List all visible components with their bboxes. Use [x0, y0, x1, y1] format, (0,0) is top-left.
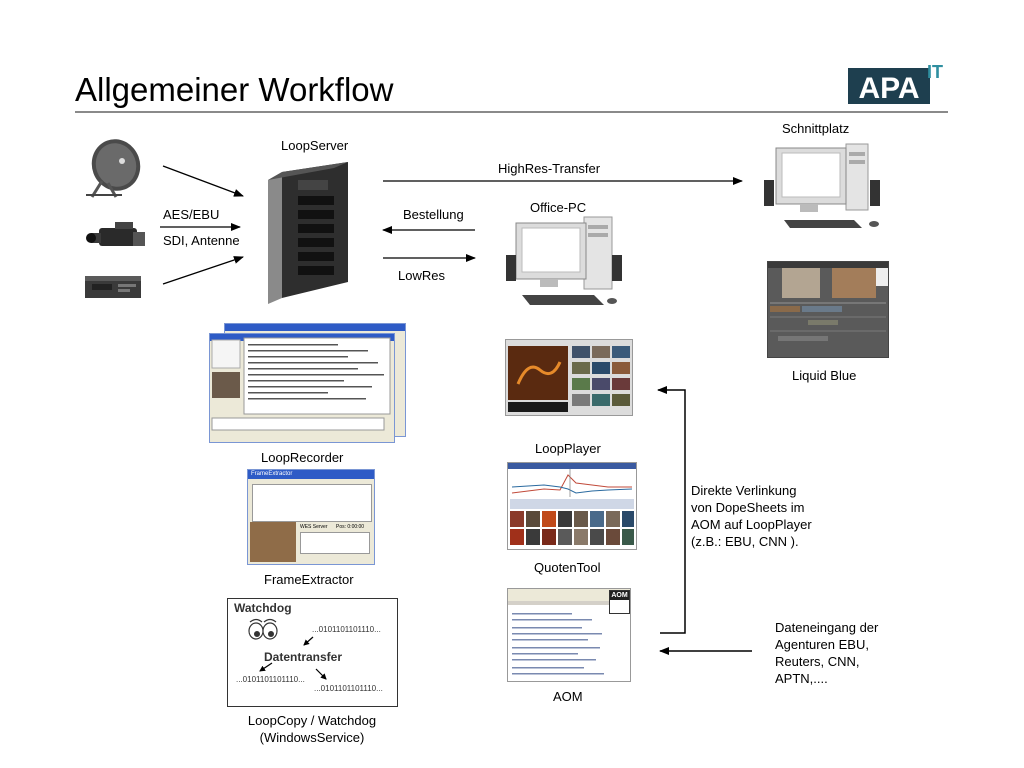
aom-badge: AOM	[609, 590, 630, 614]
workstation-icon	[762, 142, 886, 240]
label-highres-transfer: HighRes-Transfer	[498, 161, 601, 176]
aom-screenshot: AOM	[507, 588, 631, 682]
note-direkte-verlinkung: Direkte Verlinkung von DopeSheets im AOM…	[691, 483, 812, 549]
label-office-pc: Office-PC	[530, 200, 587, 215]
watchdog-datentransfer: Datentransfer	[264, 650, 343, 664]
satellite-dish-icon	[82, 137, 144, 199]
watchdog-bits-right: ...0101101101110...	[314, 684, 383, 693]
frameextractor-field-label: WES Server	[300, 524, 328, 530]
looprecorder-window-front	[209, 333, 395, 443]
page-title: Allgemeiner Workflow	[75, 71, 394, 108]
watchdog-bits-top: ...0101101101110...	[312, 625, 381, 634]
label-looprecorder: LoopRecorder	[261, 450, 344, 465]
title-divider	[75, 111, 948, 113]
label-frameextractor: FrameExtractor	[264, 572, 354, 587]
apa-it-logo: APA IT	[846, 58, 946, 108]
label-aom: AOM	[553, 689, 583, 704]
label-loopplayer: LoopPlayer	[535, 441, 601, 456]
aom-badge-text: AOM	[610, 591, 629, 600]
vcr-icon	[84, 272, 142, 300]
video-camera-icon	[85, 220, 147, 254]
server-tower-icon	[262, 160, 362, 304]
frameextractor-window: FrameExtractor WES Server Pos: 0:00:00	[247, 469, 375, 565]
note-dateneingang: Dateneingang der Agenturen EBU, Reuters,…	[775, 620, 879, 686]
label-schnittplatz: Schnittplatz	[782, 121, 850, 136]
desktop-pc-icon	[504, 215, 628, 313]
apa-logo-mark: APA IT	[848, 62, 943, 105]
frameextractor-titlebar: FrameExtractor	[248, 470, 374, 479]
frameextractor-field-value: Pos: 0:00:00	[336, 524, 365, 530]
arrow-satellite-to-server	[162, 165, 244, 197]
loopplayer-screenshot	[505, 339, 633, 416]
watchdog-arrows	[259, 636, 327, 680]
liquid-blue-screenshot	[767, 261, 889, 358]
label-loopcopy-watchdog: LoopCopy / Watchdog (WindowsService)	[247, 713, 377, 745]
label-lowres: LowRes	[398, 268, 445, 283]
watchdog-bits-left: ...0101101101110...	[236, 675, 305, 684]
label-bestellung: Bestellung	[403, 207, 464, 222]
label-quotentool: QuotenTool	[534, 560, 601, 575]
watchdog-eyes-icon	[248, 617, 278, 641]
arrow-vcr-to-server	[162, 256, 244, 285]
logo-brand-text: APA	[858, 72, 919, 105]
logo-superscript-text: IT	[927, 62, 943, 82]
quotentool-screenshot	[507, 462, 637, 550]
label-liquid-blue: Liquid Blue	[792, 368, 857, 383]
label-sdi-antenne: SDI, Antenne	[163, 233, 240, 248]
watchdog-title: Watchdog	[234, 601, 292, 615]
label-aes-ebu: AES/EBU	[163, 207, 220, 222]
label-loopserver: LoopServer	[281, 138, 349, 153]
watchdog-diagram: Watchdog ...0101101101110... Datentransf…	[227, 598, 398, 707]
arrow-aom-to-loopplayer	[657, 386, 686, 634]
